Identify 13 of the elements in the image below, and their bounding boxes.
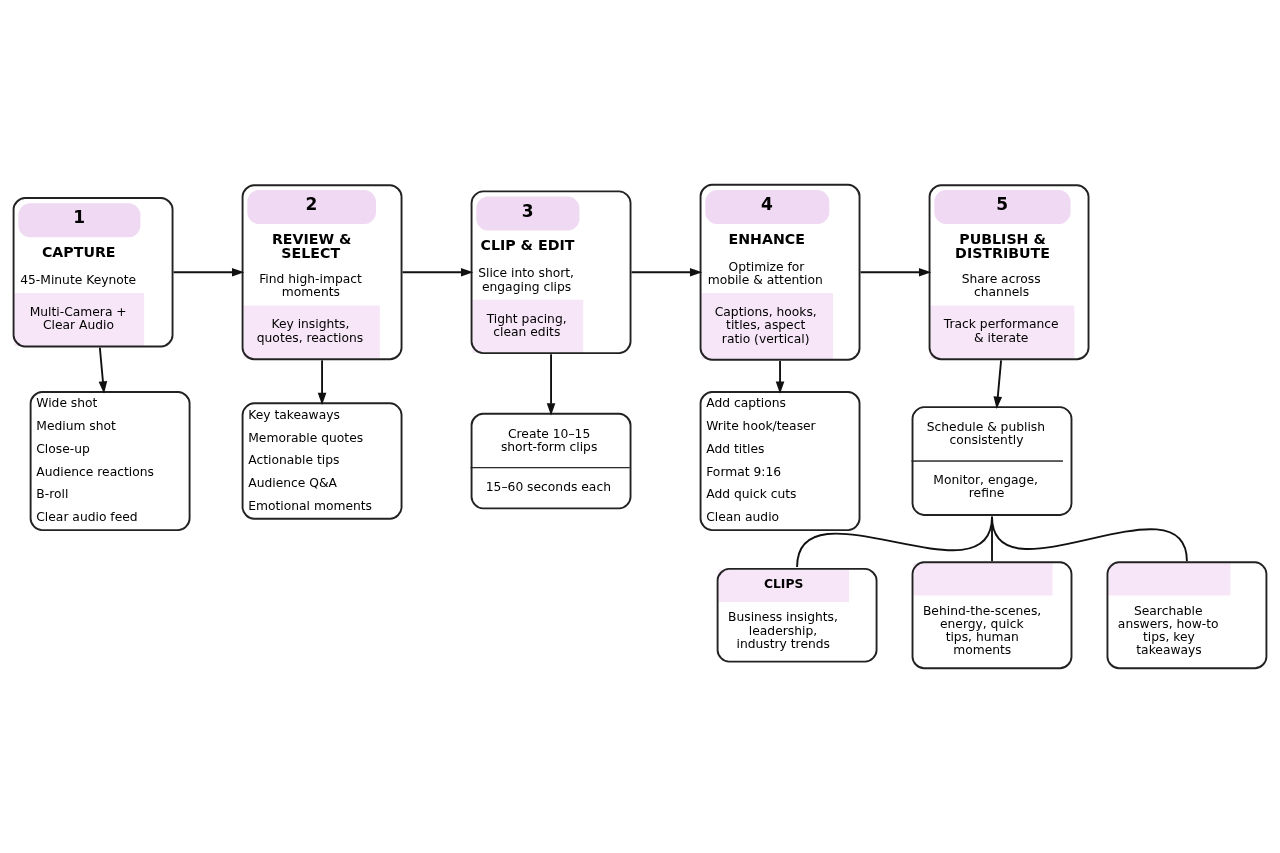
node-box: Wide shot Medium shot Close-up Audience reactions B-roll Clear audio feed <box>29 391 191 532</box>
node-box: Add captions Write hook/teaser Add titles Format 9:16 Add quick cuts Clean audio <box>699 391 861 532</box>
arrow <box>775 359 785 394</box>
connector <box>991 515 1188 563</box>
arrow <box>630 267 703 277</box>
arrow <box>98 346 108 394</box>
arrow <box>546 353 556 416</box>
arrow <box>172 267 245 277</box>
arrow <box>993 359 1003 409</box>
arrow <box>317 359 327 405</box>
arrow <box>859 267 932 277</box>
node-box: Key takeaways Memorable quotes Actionable tips Audience Q&A Emotional moments <box>241 402 403 520</box>
arrow <box>401 267 474 277</box>
